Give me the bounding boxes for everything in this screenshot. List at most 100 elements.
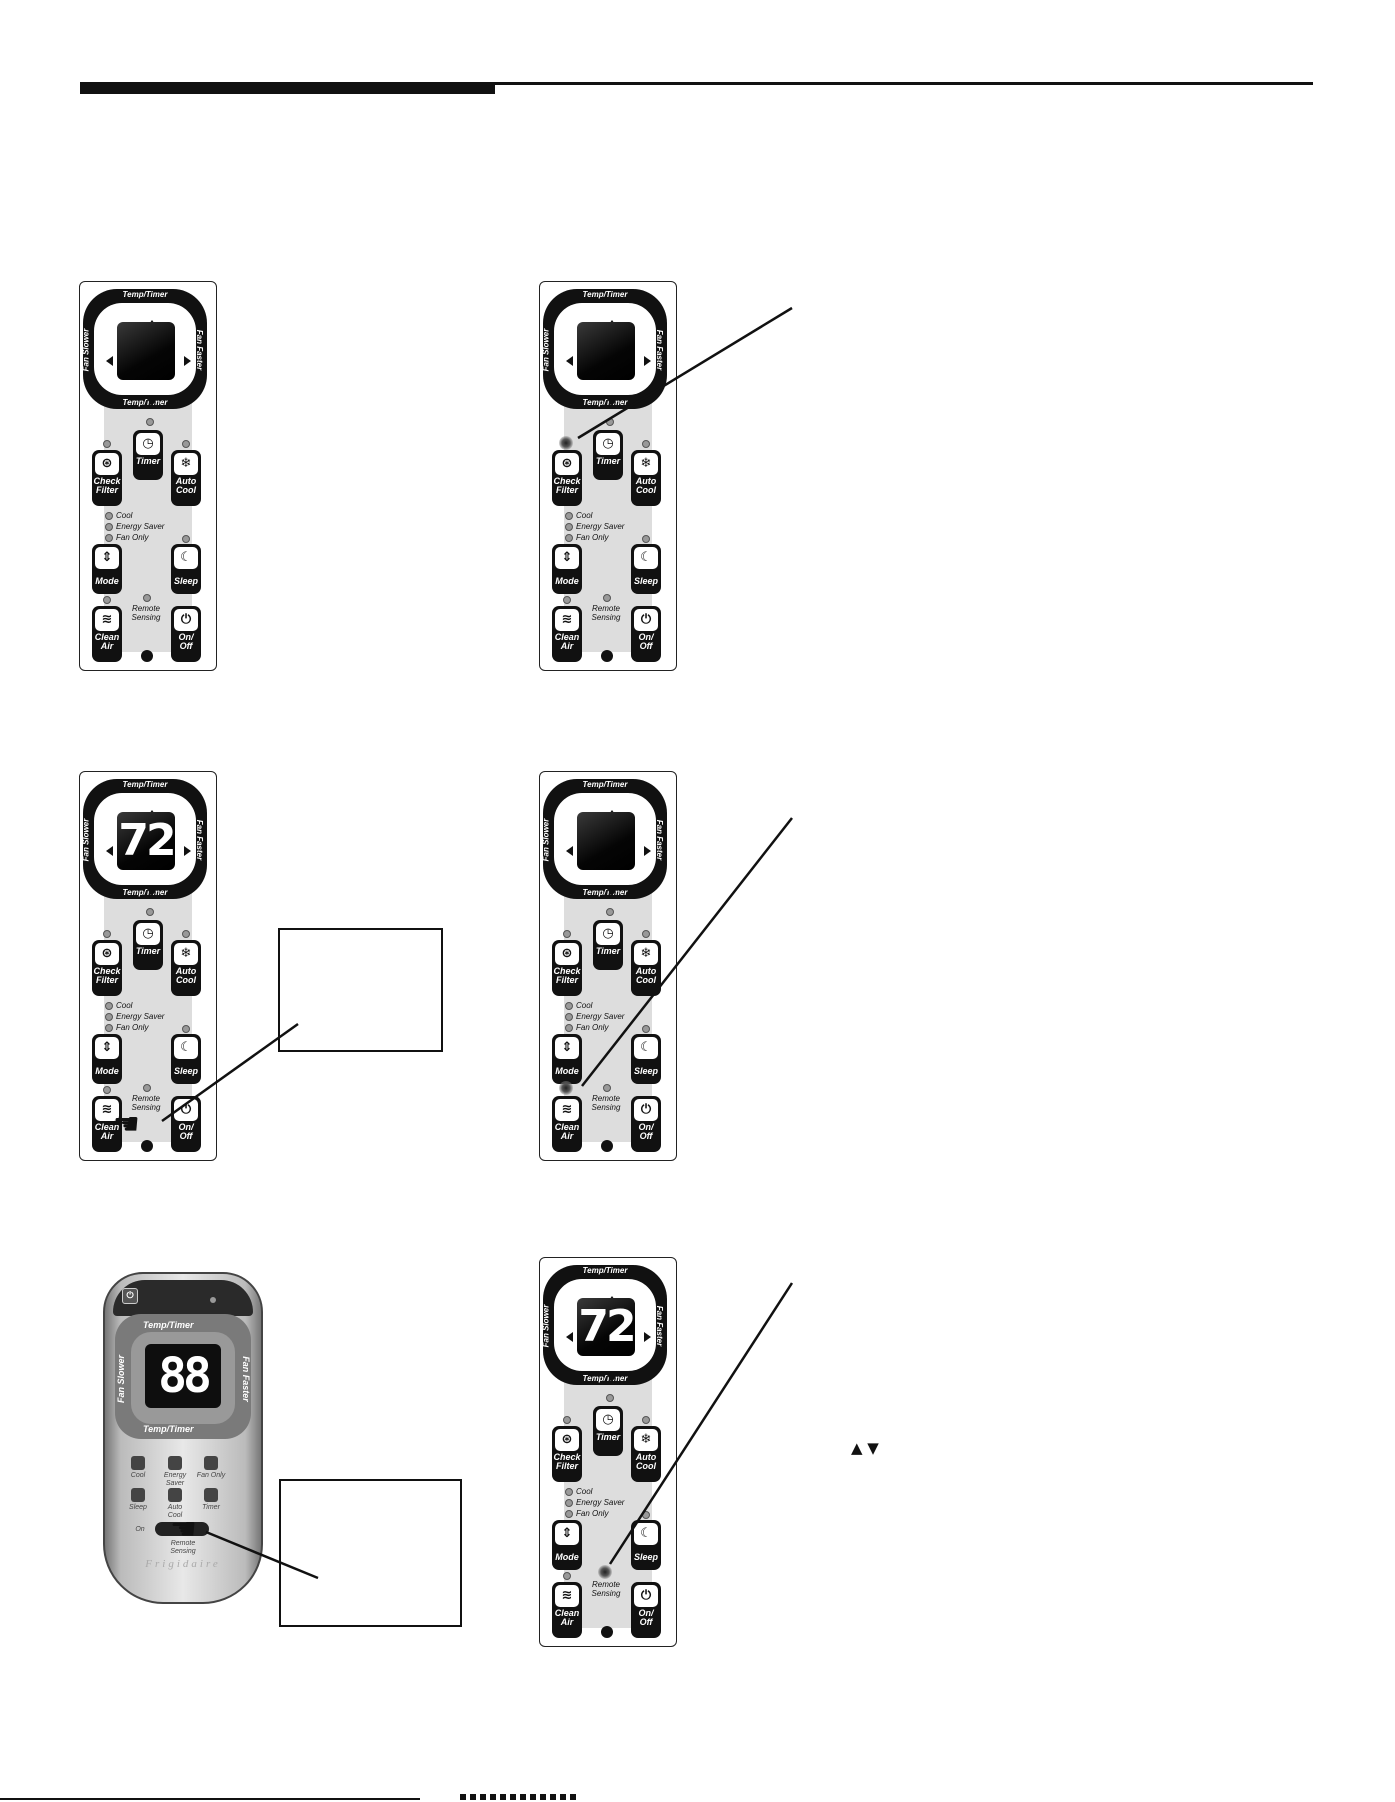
fan-slower-arrow-icon[interactable]: [566, 846, 573, 856]
sleep-button[interactable]: ☾Sleep: [631, 544, 661, 594]
fan-faster-arrow-icon[interactable]: [644, 1332, 651, 1342]
cool-led: [565, 1002, 573, 1010]
pointing-hand-icon: ☚: [113, 1107, 140, 1142]
cool-label: Cool: [116, 1001, 133, 1010]
clean-air-button[interactable]: ≋Clean Air: [92, 606, 122, 662]
timer-button[interactable]: ◷Timer: [593, 1406, 623, 1456]
clean-air-button[interactable]: ≋Clean Air: [552, 1582, 582, 1638]
timer-button[interactable]: ◷Timer: [133, 430, 163, 480]
on-off-button[interactable]: ⏻On/ Off: [631, 1582, 661, 1638]
sleep-button[interactable]: ☾Sleep: [171, 1034, 201, 1084]
remote-timer-button[interactable]: [204, 1488, 218, 1502]
on-off-button[interactable]: ⏻On/ Off: [631, 606, 661, 662]
check-filter-button[interactable]: ⊛Check Filter: [552, 1426, 582, 1482]
auto-cool-button[interactable]: ❄Auto Cool: [171, 450, 201, 506]
temp-fan-ring[interactable]: Temp/Timer Temp/Timer Fan Slower Fan Fas…: [541, 289, 667, 409]
remote-sensing-led: [598, 1565, 612, 1579]
temp-down-arrow-icon[interactable]: [147, 889, 157, 896]
sleep-label: Sleep: [633, 576, 658, 586]
mode-button[interactable]: ⇕Mode: [552, 1520, 582, 1570]
timer-button[interactable]: ◷Timer: [133, 920, 163, 970]
fan-slower-arrow-icon[interactable]: [106, 846, 113, 856]
check-filter-button[interactable]: ⊛Check Filter: [92, 940, 122, 996]
energy-saver-led: [565, 523, 573, 531]
energy-saver-led: [565, 1013, 573, 1021]
on-off-button[interactable]: ⏻On/ Off: [171, 606, 201, 662]
clean-air-icon: ≋: [555, 1099, 579, 1121]
remote-sensing-led: [143, 594, 151, 602]
timer-button[interactable]: ◷Timer: [593, 920, 623, 970]
clean-air-button[interactable]: ≋Clean Air: [552, 606, 582, 662]
temp-fan-ring[interactable]: Temp/Timer Temp/Timer Fan Slower Fan Fas…: [541, 1265, 667, 1385]
power-icon: ⏻: [634, 1099, 658, 1121]
sleep-button[interactable]: ☾Sleep: [631, 1034, 661, 1084]
auto-cool-button[interactable]: ❄Auto Cool: [631, 450, 661, 506]
remote-label-on: On: [135, 1526, 145, 1533]
check-filter-button[interactable]: ⊛Check Filter: [552, 450, 582, 506]
remote-sleep-button[interactable]: [131, 1488, 145, 1502]
auto-cool-button[interactable]: ❄Auto Cool: [631, 940, 661, 996]
leader-line-remote-sensing: [608, 1282, 794, 1565]
fan-slower-arrow-icon[interactable]: [106, 356, 113, 366]
remote-sensing-label: Remote Sensing: [131, 604, 161, 622]
temp-timer-label-bottom: Temp/Timer: [582, 398, 628, 407]
fan-slower-arrow-icon[interactable]: [566, 356, 573, 366]
remote-auto-cool-button[interactable]: [168, 1488, 182, 1502]
temp-down-arrow-icon[interactable]: [607, 399, 617, 406]
remote-control: ⏻ Temp/Timer Temp/Timer Fan Slower Fan F…: [103, 1272, 263, 1604]
timer-led: [146, 418, 154, 426]
mode-button[interactable]: ⇕Mode: [92, 544, 122, 594]
temp-fan-ring[interactable]: Temp/Timer Temp/Timer Fan Slower Fan Fas…: [81, 289, 207, 409]
auto-cool-button[interactable]: ❄Auto Cool: [631, 1426, 661, 1482]
snowflake-icon: ❄: [634, 943, 658, 965]
check-filter-button[interactable]: ⊛Check Filter: [92, 450, 122, 506]
clean-air-button[interactable]: ≋Clean Air: [552, 1096, 582, 1152]
timer-button[interactable]: ◷Timer: [593, 430, 623, 480]
fan-only-label: Fan Only: [116, 1023, 149, 1032]
sleep-button[interactable]: ☾Sleep: [171, 544, 201, 594]
fan-slower-arrow-icon[interactable]: [566, 1332, 573, 1342]
temp-down-arrow-icon[interactable]: [147, 399, 157, 406]
callout-box-clean-air: [278, 928, 443, 1052]
mode-label: Mode: [555, 576, 579, 586]
check-filter-button[interactable]: ⊛Check Filter: [552, 940, 582, 996]
clean-air-button[interactable]: ≋Clean Air: [92, 1096, 122, 1152]
fan-faster-arrow-icon[interactable]: [184, 846, 191, 856]
control-panel: Temp/Timer Temp/Timer Fan Slower Fan Fas…: [539, 1257, 677, 1647]
remote-label-sleep: Sleep: [129, 1504, 147, 1511]
fan-faster-arrow-icon[interactable]: [644, 356, 651, 366]
temp-down-arrow-icon[interactable]: [607, 1375, 617, 1382]
mode-arrows-icon: ⇕: [555, 1037, 579, 1059]
power-icon[interactable]: ⏻: [122, 1288, 138, 1304]
mode-label: Mode: [95, 1066, 119, 1076]
clock-icon: ◷: [596, 1409, 620, 1431]
remote-sensing-led: [603, 594, 611, 602]
temp-fan-ring[interactable]: Temp/Timer Temp/Timer Fan Slower Fan Fas…: [541, 779, 667, 899]
remote-fan-only-button[interactable]: [204, 1456, 218, 1470]
remote-sensing-label: Remote Sensing: [591, 604, 621, 622]
remote-sensing-label: Remote Sensing: [591, 1094, 621, 1112]
temp-down-arrow-icon[interactable]: [607, 889, 617, 896]
remote-energy-saver-button[interactable]: [168, 1456, 182, 1470]
control-panel: Temp/Timer Temp/Timer Fan Slower Fan Fas…: [539, 281, 677, 671]
sleep-label: Sleep: [173, 1066, 198, 1076]
mode-button[interactable]: ⇕Mode: [552, 1034, 582, 1084]
fan-faster-arrow-icon[interactable]: [184, 356, 191, 366]
mode-button[interactable]: ⇕Mode: [92, 1034, 122, 1084]
sensor-dot: [601, 1140, 613, 1152]
mode-button[interactable]: ⇕Mode: [552, 544, 582, 594]
on-off-label: On/ Off: [638, 1608, 654, 1627]
temp-fan-ring[interactable]: Temp/Timer Temp/Timer Fan Slower Fan Fas…: [81, 779, 207, 899]
power-icon: ⏻: [634, 1585, 658, 1607]
cool-label: Cool: [576, 1487, 593, 1496]
remote-sensing-label: Remote Sensing: [131, 1094, 161, 1112]
remote-sensing-switch[interactable]: [155, 1522, 209, 1536]
temp-timer-label-top: Temp/Timer: [122, 290, 168, 299]
sleep-button[interactable]: ☾Sleep: [631, 1520, 661, 1570]
on-off-button[interactable]: ⏻On/ Off: [171, 1096, 201, 1152]
remote-cool-button[interactable]: [131, 1456, 145, 1470]
on-off-button[interactable]: ⏻On/ Off: [631, 1096, 661, 1152]
auto-cool-button[interactable]: ❄Auto Cool: [171, 940, 201, 996]
temp-timer-label-bottom: Temp/Timer: [582, 1374, 628, 1383]
fan-faster-arrow-icon[interactable]: [644, 846, 651, 856]
